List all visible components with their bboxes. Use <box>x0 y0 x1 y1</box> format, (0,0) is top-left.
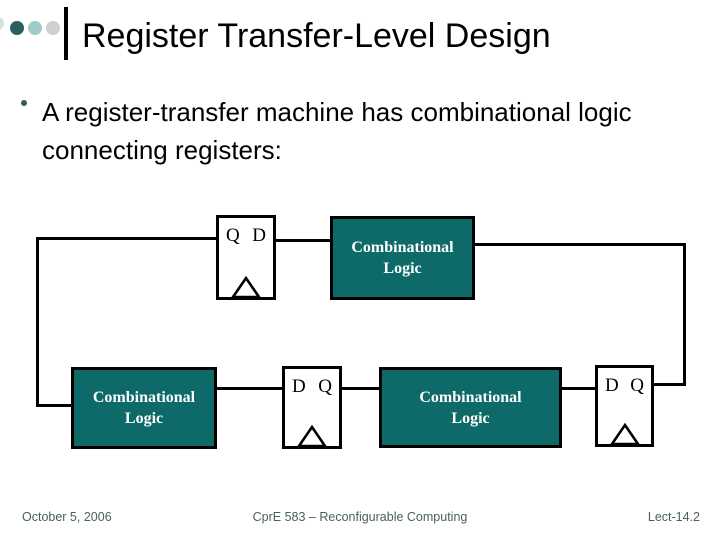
logic-label-line2: Logic <box>124 410 164 427</box>
register-right-pin-d: D <box>605 375 619 396</box>
combinational-logic-bottom-left: Combinational Logic <box>71 367 217 449</box>
wire-right-vertical <box>683 243 686 386</box>
wire-bottom-1 <box>214 387 285 390</box>
footer-date: October 5, 2006 <box>22 510 112 524</box>
wire-right-register-link <box>651 383 686 386</box>
wire-bottom-left-input <box>36 404 74 407</box>
register-right-pin-q: Q <box>630 375 644 396</box>
wire-top-right-horizontal <box>472 243 686 246</box>
slide-title: Register Transfer-Level Design <box>82 17 551 55</box>
clock-triangle-icon <box>230 275 262 298</box>
edge-circle-fragment <box>0 17 4 30</box>
wire-left-vertical <box>36 237 39 407</box>
deco-circle-gray <box>46 21 60 35</box>
wire-bottom-2 <box>339 387 382 390</box>
combinational-logic-bottom-middle: Combinational Logic <box>379 367 562 448</box>
wire-top-middle <box>273 239 333 242</box>
register-mid-pin-q: Q <box>318 376 332 397</box>
register-bottom-right: D Q <box>595 365 654 447</box>
deco-circle-light-teal <box>28 21 42 35</box>
bullet-text: A register-transfer machine has combinat… <box>42 97 632 165</box>
footer-lecture-number: Lect-14.2 <box>647 510 700 524</box>
register-top-pin-q: Q <box>226 225 240 246</box>
register-top: Q D <box>216 215 276 300</box>
logic-label-line2: Logic <box>451 409 490 427</box>
footer-course: CprE 583 – Reconfigurable Computing <box>252 510 468 524</box>
logic-label-line2: Logic <box>383 260 422 277</box>
logic-label-line1: Combinational <box>419 388 522 406</box>
register-top-pin-d: D <box>252 225 266 246</box>
clock-triangle-icon <box>609 422 640 445</box>
wire-bottom-3 <box>559 387 598 390</box>
deco-circle-dark-teal <box>10 21 24 35</box>
register-bottom-middle: D Q <box>282 366 342 449</box>
logic-label-line1: Combinational <box>351 239 454 256</box>
wire-top-left-horizontal <box>36 237 219 240</box>
bullet-dot-icon <box>21 100 27 106</box>
clock-triangle-icon <box>296 424 328 447</box>
register-mid-pin-d: D <box>292 376 306 397</box>
title-accent-bar <box>64 7 68 60</box>
logic-label-line1: Combinational <box>92 389 196 406</box>
combinational-logic-top: Combinational Logic <box>330 216 475 300</box>
